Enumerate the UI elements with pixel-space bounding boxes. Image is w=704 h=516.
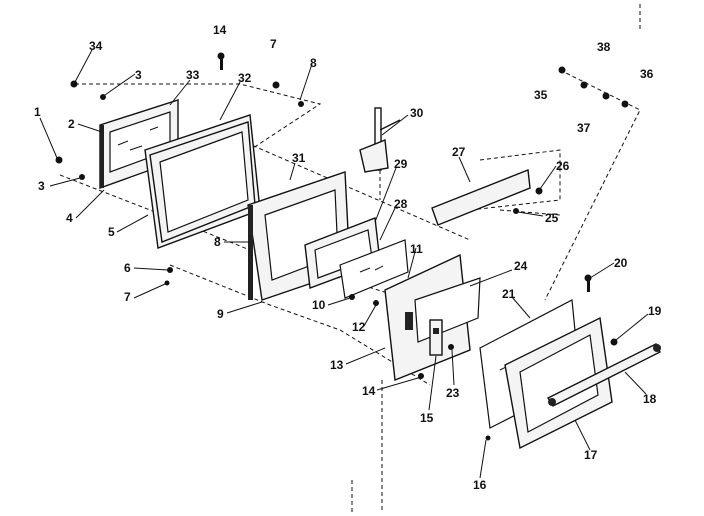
door-handle xyxy=(546,343,661,407)
label-5: 5 xyxy=(108,225,115,239)
label-31: 31 xyxy=(292,151,306,165)
hinge-arm xyxy=(429,319,443,356)
inner-glass-pane xyxy=(339,239,409,299)
label-7-top: 7 xyxy=(270,37,277,51)
label-3-left: 3 xyxy=(38,179,45,193)
label-24: 24 xyxy=(514,259,528,273)
label-8-mid: 8 xyxy=(214,235,221,249)
label-3-top: 3 xyxy=(135,68,142,82)
label-8-top: 8 xyxy=(310,56,317,70)
label-4: 4 xyxy=(66,211,73,225)
label-35: 35 xyxy=(534,88,548,102)
label-6: 6 xyxy=(124,261,131,275)
label-37: 37 xyxy=(577,121,591,135)
outer-door-panel xyxy=(504,316,613,450)
label-13: 13 xyxy=(330,358,344,372)
label-36: 36 xyxy=(640,67,654,81)
label-25: 25 xyxy=(545,211,559,225)
label-38: 38 xyxy=(597,40,611,54)
label-1: 1 xyxy=(34,105,41,119)
vent-bracket xyxy=(431,169,531,226)
label-23: 23 xyxy=(446,386,460,400)
label-29: 29 xyxy=(394,157,408,171)
label-30: 30 xyxy=(410,106,424,120)
label-14-top: 14 xyxy=(213,23,227,37)
leader-lines xyxy=(39,49,649,479)
label-27: 27 xyxy=(452,145,466,159)
label-28: 28 xyxy=(394,197,408,211)
label-20: 20 xyxy=(614,256,628,270)
label-32: 32 xyxy=(238,71,252,85)
handle-bracket xyxy=(359,107,401,173)
label-19: 19 xyxy=(648,304,662,318)
label-17: 17 xyxy=(584,448,598,462)
label-7-left: 7 xyxy=(124,290,131,304)
label-2: 2 xyxy=(68,117,75,131)
label-15: 15 xyxy=(420,411,434,425)
label-9: 9 xyxy=(217,307,224,321)
label-14-bottom: 14 xyxy=(362,384,376,398)
label-26: 26 xyxy=(556,159,570,173)
label-16: 16 xyxy=(473,478,487,492)
label-12: 12 xyxy=(352,320,366,334)
label-18: 18 xyxy=(643,392,657,406)
part-labels: 34 3 33 14 32 7 8 30 38 36 35 37 1 2 3 4… xyxy=(34,23,662,492)
door-gasket-frame xyxy=(144,114,261,249)
label-21: 21 xyxy=(502,287,516,301)
label-10: 10 xyxy=(312,298,326,312)
label-11: 11 xyxy=(410,242,423,256)
label-34: 34 xyxy=(89,39,103,53)
fasteners xyxy=(55,52,629,441)
label-33: 33 xyxy=(186,68,200,82)
